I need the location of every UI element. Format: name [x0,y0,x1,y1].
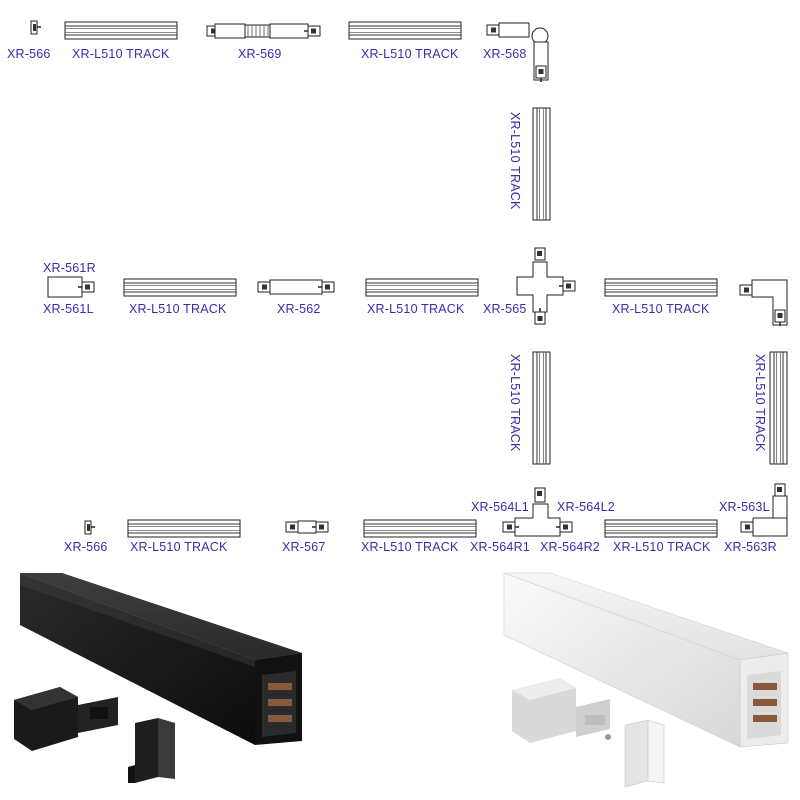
end-cap-xr-566-bottom [84,520,95,535]
corner-connector-xr-568 [486,22,549,83]
track-row3-a [127,519,241,538]
label-xr-566-bottom: XR-566 [64,540,108,554]
track-row2-c [604,278,718,297]
straight-connector-xr-562 [257,279,335,295]
flexible-connector-xr-569 [206,23,321,39]
track-row3-c [604,519,718,538]
label-xr-564l2: XR-564L2 [557,500,615,514]
photo-black-track [0,565,400,800]
end-feed-xr-561 [47,276,95,298]
track-vertical-mid [532,351,551,465]
label-track-vertical-mid: XR-L510 TRACK [508,354,522,452]
corner-connector-xr-563 [740,483,788,537]
label-xr-568: XR-568 [483,47,527,61]
track-row1-b [348,21,462,40]
label-xr-566-top: XR-566 [7,47,51,61]
label-track-vertical-top: XR-L510 TRACK [508,112,522,210]
track-row2-b [365,278,479,297]
label-xr-569: XR-569 [238,47,282,61]
label-xr-561l: XR-561L [43,302,94,316]
label-xr-564l1: XR-564L1 [471,500,529,514]
label-track-row2-a: XR-L510 TRACK [129,302,227,316]
corner-connector-right [739,279,788,327]
label-track-row1-a: XR-L510 TRACK [72,47,170,61]
track-row3-b [363,519,477,538]
label-xr-561r: XR-561R [43,261,96,275]
diagram-drawing [30,20,788,538]
t-connector-xr-564 [502,487,573,537]
label-xr-563l: XR-563L [719,500,770,514]
label-xr-564r2: XR-564R2 [540,540,600,554]
label-track-vertical-right: XR-L510 TRACK [753,354,767,452]
label-track-row2-c: XR-L510 TRACK [612,302,710,316]
label-xr-564r1: XR-564R1 [470,540,530,554]
label-xr-562: XR-562 [277,302,321,316]
label-xr-567: XR-567 [282,540,326,554]
end-cap-xr-566-top [30,20,41,35]
track-system-diagram: XR-566 XR-L510 TRACK XR-569 XR-L510 TRAC… [7,20,788,554]
photo-white-track [400,565,800,800]
mini-connector-xr-567 [285,520,329,534]
label-track-row3-a: XR-L510 TRACK [130,540,228,554]
label-xr-563r: XR-563R [724,540,777,554]
label-track-row3-c: XR-L510 TRACK [613,540,711,554]
cross-connector-xr-565 [516,247,576,325]
track-row1-a [64,21,178,40]
label-xr-565: XR-565 [483,302,527,316]
track-vertical-top [532,107,551,221]
track-vertical-right [769,351,788,465]
product-photos [0,565,800,800]
track-row2-a [123,278,237,297]
label-track-row2-b: XR-L510 TRACK [367,302,465,316]
label-track-row3-b: XR-L510 TRACK [361,540,459,554]
label-track-row1-b: XR-L510 TRACK [361,47,459,61]
